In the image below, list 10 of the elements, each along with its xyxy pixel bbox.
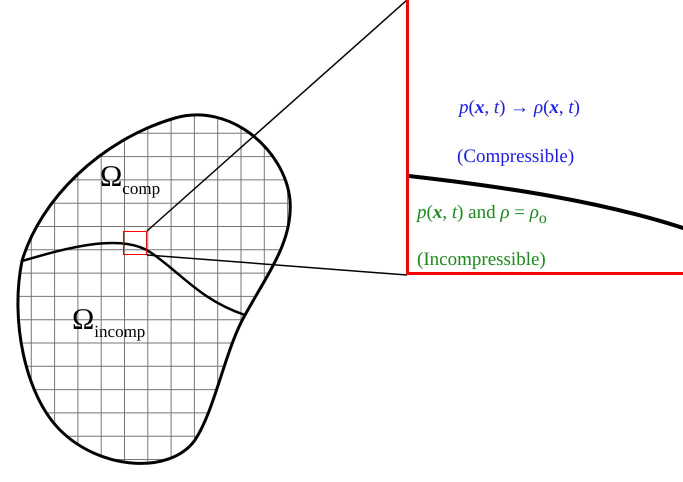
zoom-box bbox=[406, 0, 683, 275]
zoom-region-box bbox=[123, 231, 147, 255]
region-label: Ω$_{incomp}$ bbox=[72, 303, 146, 342]
regime-label: (Compressible) bbox=[457, 146, 574, 168]
formula: p(x, t) → ρ(x, t) bbox=[459, 97, 580, 119]
region-label: Ω$_{comp}$ bbox=[100, 160, 160, 199]
formula: p(x, t) and ρ = ρ$_{o}$ bbox=[417, 202, 547, 228]
regime-label: (Incompressible) bbox=[417, 249, 546, 271]
zoom-line bbox=[146, 0, 408, 232]
zoom-line bbox=[146, 254, 408, 276]
